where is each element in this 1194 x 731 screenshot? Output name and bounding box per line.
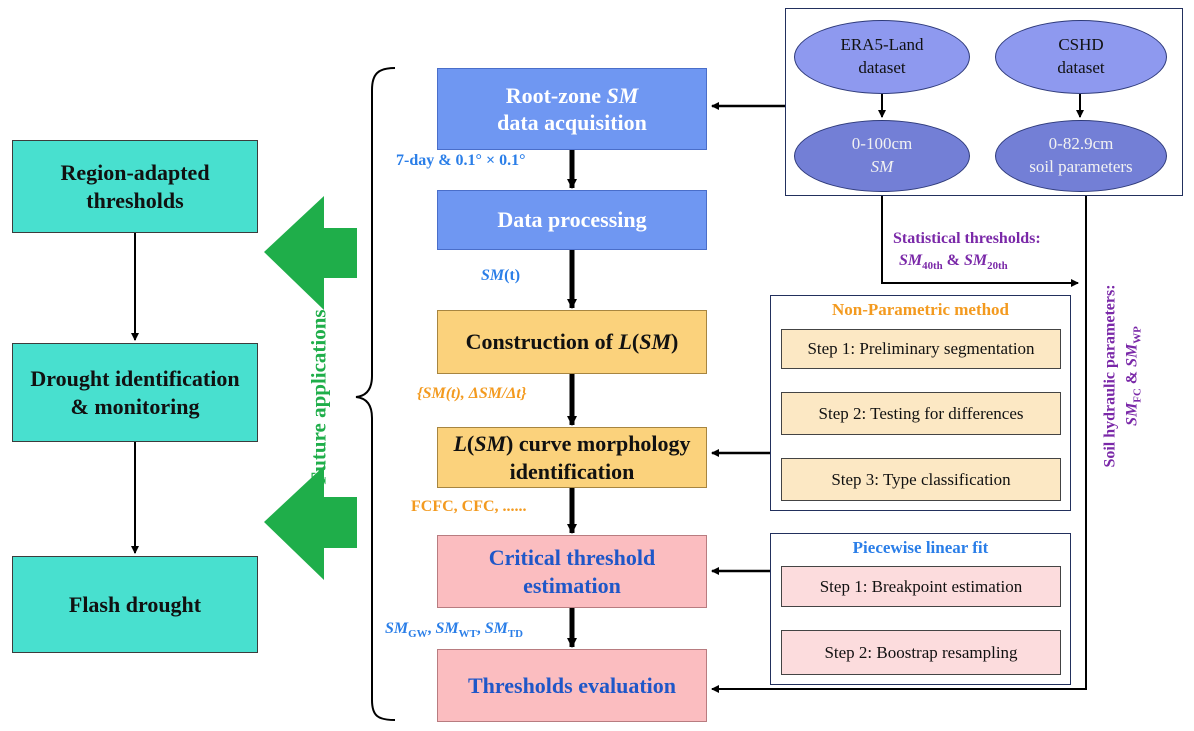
region-thresholds-line1: Region-adapted [60, 160, 210, 185]
cshd-line1: CSHD [1058, 35, 1104, 55]
root-zone-pre: Root-zone [505, 82, 607, 108]
statistical-sub1: 40th [922, 260, 943, 273]
green-arrow-lower [264, 466, 357, 580]
thr-sm3: SM [484, 620, 508, 637]
pw-step-1-text: Step 1: Breakpoint estimation [819, 576, 1023, 596]
root-zone-line2: data acquisition [497, 110, 647, 135]
era5-line2: dataset [858, 58, 906, 77]
types-label: FCFC, CFC, ...... [411, 498, 527, 516]
sm-depth-line1: 0-100cm [851, 134, 913, 154]
pw-step-2-text: Step 2: Boostrap resampling [824, 642, 1018, 662]
thr-sub1: GW [408, 628, 428, 641]
nonparametric-title: Non-Parametric method [831, 300, 1010, 319]
statistical-thresholds-label: Statistical thresholds: SM40th & SM20th [893, 228, 1041, 275]
morphology-open: ( [466, 431, 475, 456]
construction-open: ( [631, 329, 640, 355]
statistical-amp: & [942, 252, 964, 270]
statistical-title: Statistical thresholds: [893, 230, 1041, 247]
piecewise-title: Piecewise linear fit [852, 538, 989, 557]
morphology-l: L [453, 431, 467, 456]
construction-pre: Construction of [465, 329, 619, 355]
future-applications-label: Future applications [307, 309, 332, 484]
thr-sm2: SM [435, 620, 459, 637]
soil-hydraulic-label: Soil hydraulic parameters: SMFC & SMWP [1099, 284, 1144, 467]
flash-drought-label: Flash drought [68, 591, 202, 617]
critical-threshold-box: Critical threshold estimation [437, 535, 707, 608]
critical-threshold-line1: Critical threshold [488, 545, 656, 570]
construction-box: Construction of L(SM) [437, 310, 707, 374]
sm-depth-ellipse: 0-100cm SM [794, 120, 970, 192]
pw-step-2: Step 2: Boostrap resampling [781, 630, 1061, 675]
drought-identification-line1: Drought identification [30, 366, 240, 391]
cshd-dataset-ellipse: CSHD dataset [995, 20, 1167, 94]
era5-line1: ERA5-Land [840, 35, 924, 55]
soil-hydraulic-title: Soil hydraulic parameters: [1101, 284, 1119, 468]
line-soil-hydraulic [711, 196, 1087, 693]
era5-dataset-ellipse: ERA5-Land dataset [794, 20, 970, 94]
types-text: FCFC, CFC, ...... [411, 498, 527, 515]
datasets-frame [785, 8, 1183, 196]
soil-hydraulic-sub2: WP [1131, 326, 1144, 344]
thresholds-evaluation-box: Thresholds evaluation [437, 649, 707, 722]
construction-close: ) [671, 329, 679, 355]
future-applications-text: Future applications [306, 309, 331, 485]
sm-depth-line2: SM [870, 157, 894, 176]
thresholds-label: SMGW, SMWT, SMTD [385, 620, 523, 640]
statistical-sm1: SM [899, 252, 923, 270]
root-zone-box: Root-zone SM data acquisition [437, 68, 707, 150]
construction-l: L [618, 329, 632, 355]
root-zone-sm: SM [606, 82, 639, 108]
thr-sm1: SM [385, 620, 409, 637]
smt-label: SM(t) [481, 267, 520, 285]
region-thresholds-line2: thresholds [86, 187, 184, 213]
critical-threshold-line2: estimation [523, 572, 621, 598]
curly-brace [355, 67, 396, 721]
region-thresholds-box: Region-adapted thresholds [12, 140, 258, 233]
drought-identification-box: Drought identification & monitoring [12, 343, 258, 442]
line-statistical [881, 196, 1079, 287]
np-step-3-text: Step 3: Type classification [831, 469, 1011, 489]
soil-hydraulic-sm2: SM [1122, 343, 1140, 367]
np-step-3: Step 3: Type classification [781, 458, 1061, 501]
green-arrow-upper [264, 196, 357, 310]
thr-sub2: WT [458, 628, 477, 641]
soil-params-line2: soil parameters [1029, 157, 1133, 176]
pw-step-1: Step 1: Breakpoint estimation [781, 566, 1061, 607]
soil-hydraulic-sm1: SM [1122, 402, 1140, 426]
thr-sep2: , [476, 620, 485, 637]
smt-rest: (t) [504, 267, 521, 284]
drought-identification-line2: & monitoring [70, 393, 200, 419]
thresholds-evaluation-label: Thresholds evaluation [467, 672, 677, 698]
data-processing-box: Data processing [437, 190, 707, 250]
np-step-1: Step 1: Preliminary segmentation [781, 329, 1061, 369]
np-step-2: Step 2: Testing for differences [781, 392, 1061, 435]
statistical-sub2: 20th [987, 260, 1008, 273]
soil-params-ellipse: 0-82.9cm soil parameters [995, 120, 1167, 192]
soil-hydraulic-sub1: FC [1131, 388, 1144, 403]
soil-hydraulic-amp: & [1122, 366, 1140, 389]
construction-sm: SM [639, 329, 672, 355]
thr-sep1: , [427, 620, 436, 637]
resolution-text: 7-day & 0.1° × 0.1° [396, 152, 526, 169]
morphology-line2: identification [509, 458, 635, 484]
morphology-rest: ) curve morphology [506, 431, 691, 456]
np-step-2-text: Step 2: Testing for differences [818, 403, 1024, 423]
morphology-sm: SM [474, 431, 507, 456]
soil-params-line1: 0-82.9cm [1048, 134, 1114, 154]
smt-sm: SM [481, 267, 505, 284]
data-processing-label: Data processing [497, 207, 647, 233]
morphology-box: L(SM) curve morphology identification [437, 427, 707, 488]
statistical-sm2: SM [964, 252, 988, 270]
np-step-1-text: Step 1: Preliminary segmentation [807, 339, 1035, 358]
set-text: {SM(t), ΔSM/Δt} [417, 385, 527, 402]
thr-sub3: TD [507, 628, 523, 641]
flash-drought-box: Flash drought [12, 556, 258, 653]
set-label: {SM(t), ΔSM/Δt} [417, 385, 526, 403]
cshd-line2: dataset [1057, 58, 1105, 77]
resolution-label: 7-day & 0.1° × 0.1° [396, 152, 525, 170]
